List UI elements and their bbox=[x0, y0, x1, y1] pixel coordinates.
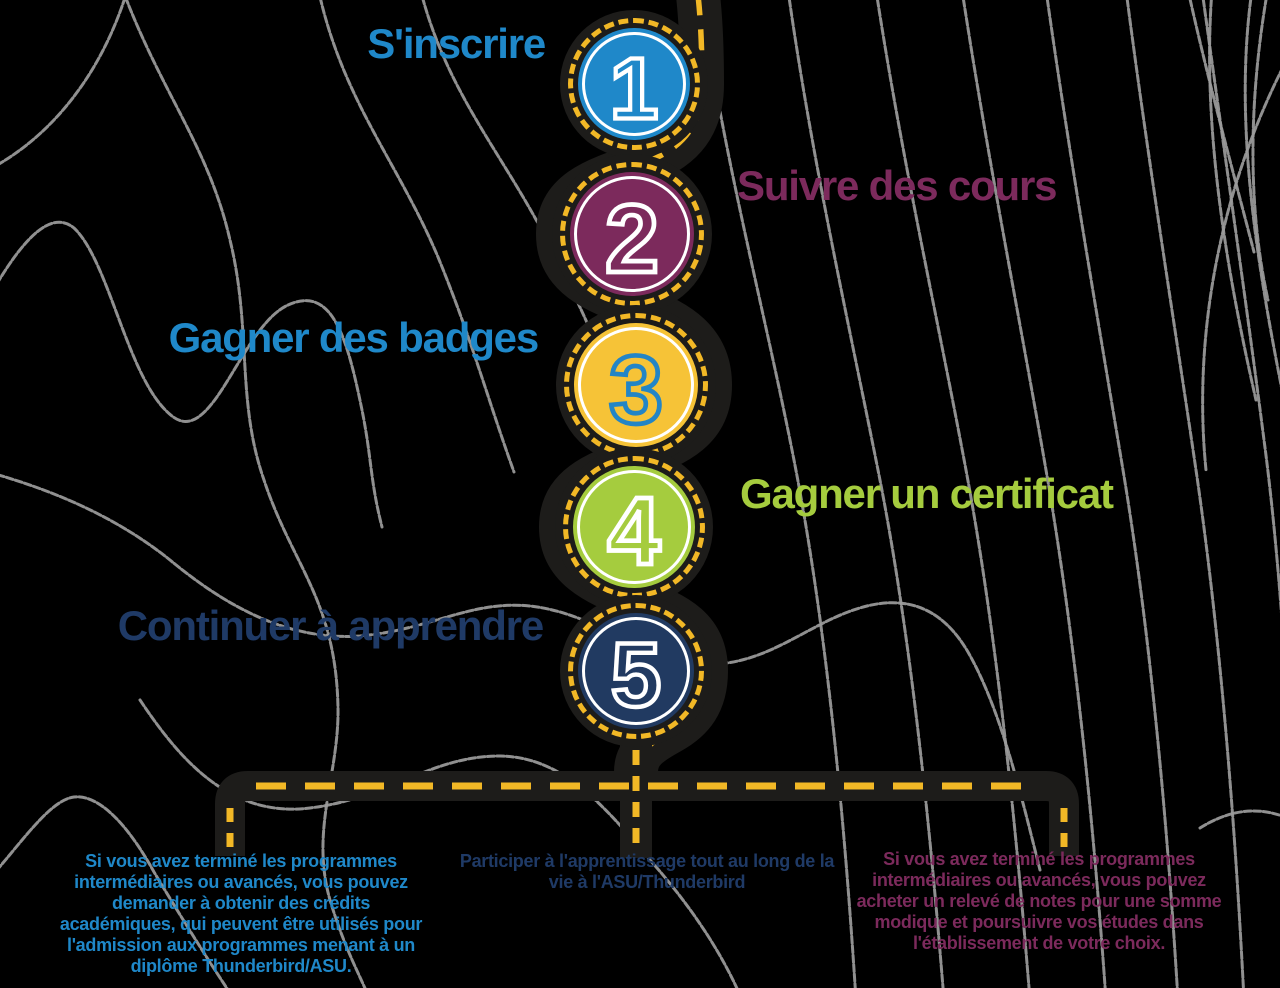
svg-text:5: 5 bbox=[611, 625, 661, 726]
dashed-lane-ring bbox=[568, 18, 700, 150]
step-number: 2 bbox=[603, 183, 662, 296]
step-number: 5 bbox=[609, 623, 664, 728]
step-number: 1 bbox=[608, 37, 661, 139]
step-badge: 1 bbox=[578, 28, 690, 140]
inner-ring bbox=[578, 327, 694, 443]
svg-text:4: 4 bbox=[608, 479, 661, 585]
note-lifelong-learning: Participer à l'apprentissage tout au lon… bbox=[459, 851, 835, 892]
step-badge: 3 bbox=[574, 323, 698, 447]
inner-ring bbox=[582, 617, 690, 725]
dashed-lane-ring bbox=[568, 603, 704, 739]
step-number: 3 bbox=[607, 334, 666, 447]
step-badge: 2 bbox=[570, 172, 694, 296]
note-academic-credits: Si vous avez terminé les programmes inte… bbox=[59, 851, 423, 976]
step-badge: 4 bbox=[573, 466, 695, 588]
svg-text:3: 3 bbox=[609, 336, 663, 444]
note-transcript: Si vous avez terminé les programmes inte… bbox=[856, 849, 1222, 953]
step-label-signup: S'inscrire bbox=[367, 20, 546, 67]
step-label-keep-learning: Continuer à apprendre bbox=[117, 602, 544, 649]
dashed-lane-ring bbox=[560, 162, 704, 306]
road-dashes bbox=[226, 724, 1068, 852]
inner-ring bbox=[574, 176, 690, 292]
svg-text:2: 2 bbox=[605, 185, 659, 293]
inner-ring bbox=[577, 470, 691, 584]
step-label-take-courses: Suivre des cours bbox=[737, 162, 1057, 209]
step-label-earn-badges: Gagner des badges bbox=[168, 314, 540, 361]
step-label-earn-certificate: Gagner un certificat bbox=[740, 470, 1114, 517]
step-badge: 5 bbox=[578, 613, 694, 729]
svg-text:1: 1 bbox=[610, 39, 659, 137]
step-number: 4 bbox=[605, 477, 663, 588]
inner-ring bbox=[582, 32, 686, 136]
